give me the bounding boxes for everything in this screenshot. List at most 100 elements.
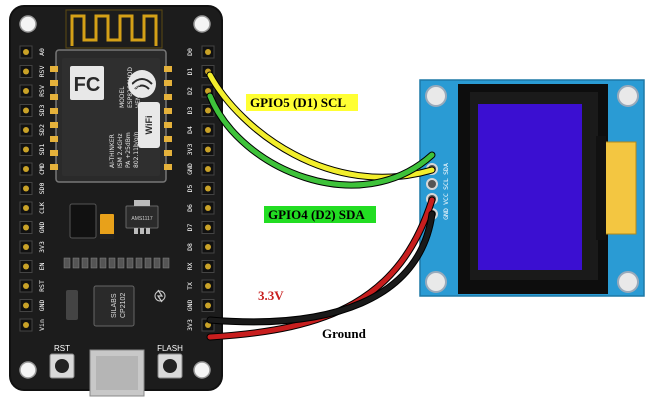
wifi-badge [138,102,160,148]
header-pin-hole [205,224,211,231]
usb-chip-text: CP2102 [120,293,127,318]
pin-label: D2 [186,87,194,95]
module-pad [164,136,172,142]
pin-label: SD3 [38,105,46,117]
mount-hole [193,15,211,33]
header-pin-hole [205,146,211,153]
pin-label: EN [38,263,46,271]
pin-label: GND [186,300,194,312]
module-text: PA +25dBm [125,132,132,168]
mount-hole [425,85,447,107]
module-pad [50,150,58,156]
ground-label: Ground [322,326,367,341]
module-pad [50,122,58,128]
oled-pin [426,178,438,190]
wires [206,71,436,341]
pin-label: 3V3 [186,319,194,331]
mount-hole [425,271,447,293]
gnd-wire [207,211,435,325]
mount-hole [19,15,37,33]
module-pad [164,164,172,170]
sda-label-highlight [264,206,376,223]
smd-part [99,257,107,269]
module-text: VENDOR [135,82,142,108]
pin-label: RSV [38,66,46,78]
oled-screen [478,104,582,270]
pin-label: Vin [38,319,46,331]
pin-label: D3 [186,107,194,115]
header-pin-hole [23,185,29,192]
header-pin-hole [23,263,29,270]
pin-label: D1 [186,68,194,76]
flash-button[interactable]: FLASH [157,344,183,379]
scl-label: GPIO5 (D1) SCL [250,95,346,110]
rst-button[interactable]: RST [49,344,75,379]
pin-label: RST [38,280,46,292]
smd-part [90,257,98,269]
pin-label: D0 [186,48,194,56]
left-pin-header: A0RSVRSVSD3SD2SD1CMDSD0CLKGND3V3ENRSTGND… [19,45,46,332]
header-pin-hole [205,107,211,114]
header-pin-hole [23,127,29,133]
scl-wire-outline [206,71,436,181]
smd-part [135,257,143,269]
flash-label: FLASH [157,344,183,353]
smd-part [126,257,134,269]
sda-label: GPIO4 (D2) SDA [268,207,365,222]
pin-label: A0 [38,48,46,56]
mount-hole [617,271,639,293]
pin-label: D4 [186,126,194,134]
scl-wire [207,72,435,180]
smd-part [108,257,116,269]
module-pad [164,122,172,128]
nodemcu-board: FC WiFi MODEL ESP8266MOD VENDOR AI-THINK… [9,5,223,397]
header-pin-hole [205,185,211,192]
header-pin-hole [23,302,29,309]
oled-pin-label: SDA [442,163,450,175]
module-pad [164,108,172,114]
header-pin-hole [23,283,29,289]
header-pin-hole [205,244,211,250]
header-pin-hole [23,166,29,172]
smd-part [144,257,152,269]
smd-part [117,257,125,269]
mount-hole [19,361,37,379]
header-pin-hole [205,205,211,211]
oled-pin-label: GND [442,208,450,220]
module-text: AI-THINKER [109,134,116,168]
header-pin-hole [23,107,29,114]
regulator-label: AMS1117 [131,216,152,222]
rst-label: RST [54,344,70,353]
pin-label: TX [186,282,194,290]
smd-part [63,257,71,269]
pin-label: D6 [186,204,194,212]
pin-label: SD0 [38,183,46,195]
module-pad [50,164,58,170]
header-pin-hole [23,224,29,231]
header-pin-hole [23,49,29,55]
header-pin-hole [205,263,211,270]
pin-label: CMD [38,163,46,175]
module-pad [164,66,172,72]
header-pin-hole [205,302,211,309]
pin-label: SD1 [38,144,46,156]
pin-label: GND [38,300,46,312]
sda-wire [207,93,435,188]
smd-components [63,257,170,269]
pin-label: SD2 [38,124,46,136]
smd-part [72,257,80,269]
module-text: ESP8266MOD [127,67,134,108]
connection-labels: GPIO5 (D1) SCL GPIO4 (D2) SDA 3.3V Groun… [246,94,376,341]
smd-part [162,257,170,269]
pin-label: D5 [186,185,194,193]
header-pin-hole [205,283,211,289]
pin-label: D7 [186,224,194,232]
module-pad [164,150,172,156]
esp8266-module: FC WiFi MODEL ESP8266MOD VENDOR AI-THINK… [50,49,172,183]
pin-label: GND [38,222,46,234]
pin-label: D8 [186,243,194,251]
pin-label: RX [186,263,194,271]
usb-uart-chip: SILABS CP2102 [66,285,166,327]
